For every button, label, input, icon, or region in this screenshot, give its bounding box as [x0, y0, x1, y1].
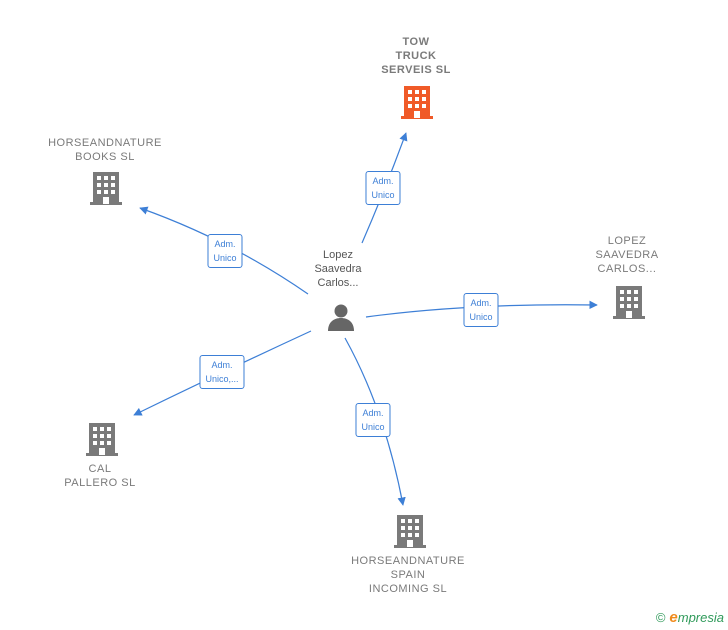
copyright-symbol: © [655, 610, 666, 625]
edge-role-line-1: Adm. [214, 239, 236, 249]
edge-role-line-2: Unico [213, 253, 237, 263]
edge-label-cal-pallero[interactable]: Adm. Unico,... [199, 355, 245, 389]
edge-role-line-1: Adm. [470, 298, 492, 308]
edge-role-line-2: Unico [371, 190, 395, 200]
center-person-label[interactable]: Lopez Saavedra Carlos... [314, 248, 361, 290]
edge-role-line-2: Unico,... [205, 374, 239, 384]
edge-label-horseandnature-spain[interactable]: Adm. Unico [355, 403, 391, 437]
spain-line-1: HORSEANDNATURE [351, 555, 465, 567]
brand-name: mpresia [677, 610, 724, 625]
tow-truck-line-3: SERVEIS SL [381, 64, 451, 76]
building-icon[interactable] [90, 170, 122, 206]
lopez-line-3: CARLOS... [597, 263, 657, 275]
spain-line-2: SPAIN [390, 569, 426, 581]
edge-role-line-1: Adm. [372, 176, 394, 186]
cal-line-1: CAL [88, 463, 112, 475]
center-line-2: Saavedra [314, 263, 362, 275]
building-icon[interactable] [394, 513, 426, 549]
company-label-cal-pallero[interactable]: CAL PALLERO SL [64, 462, 135, 490]
building-icon[interactable] [613, 284, 645, 320]
edge-role-line-2: Unico [469, 312, 493, 322]
edge-role-line-1: Adm. [362, 408, 384, 418]
center-line-1: Lopez [323, 249, 353, 261]
tow-truck-line-1: TOW [402, 36, 430, 48]
company-label-lopez-saavedra[interactable]: LOPEZ SAAVEDRA CARLOS... [595, 234, 658, 276]
building-icon[interactable] [86, 421, 118, 457]
spain-line-3: INCOMING SL [368, 583, 448, 595]
cal-line-2: PALLERO SL [64, 477, 136, 489]
books-line-2: BOOKS SL [75, 151, 135, 163]
edge-label-tow-truck[interactable]: Adm. Unico [365, 171, 401, 205]
lopez-line-1: LOPEZ [607, 235, 647, 247]
brand-footer[interactable]: © empresia [656, 609, 724, 626]
books-line-1: HORSEANDNATURE [48, 137, 162, 149]
brand-logo: empresia [669, 609, 724, 626]
brand-initial: e [669, 609, 678, 626]
edge-role-line-1: Adm. [211, 360, 233, 370]
edge-label-horseandnature-books[interactable]: Adm. Unico [207, 234, 243, 268]
edge-role-line-2: Unico [361, 422, 385, 432]
tow-truck-line-2: TRUCK [395, 50, 437, 62]
edge-label-lopez-saavedra[interactable]: Adm. Unico [463, 293, 499, 327]
lopez-line-2: SAAVEDRA [595, 249, 659, 261]
company-label-horseandnature-books[interactable]: HORSEANDNATURE BOOKS SL [48, 136, 162, 164]
building-icon-highlight[interactable] [401, 84, 433, 120]
company-label-tow-truck[interactable]: TOW TRUCK SERVEIS SL [381, 35, 451, 77]
center-line-3: Carlos... [317, 277, 359, 289]
company-label-horseandnature-spain[interactable]: HORSEANDNATURE SPAIN INCOMING SL [351, 554, 465, 596]
person-icon[interactable] [326, 302, 356, 332]
